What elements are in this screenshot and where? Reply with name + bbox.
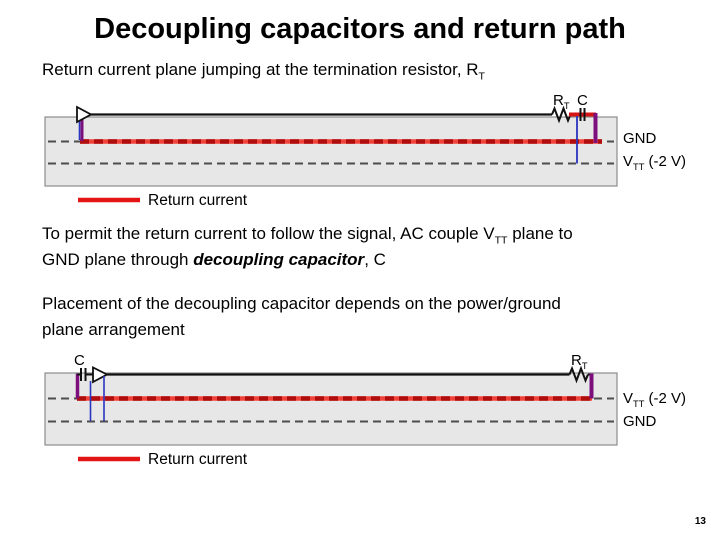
diagram1-canvas (44, 105, 618, 203)
driver-triangle-icon (76, 105, 93, 124)
subtitle: Return current plane jumping at the term… (42, 60, 485, 83)
board-cross-section (44, 116, 618, 187)
diagram-cap-at-driver: C RT VTT (-2 V) GND Return current (0, 350, 720, 480)
termination-resistor-icon (551, 105, 572, 124)
slide-title: Decoupling capacitors and return path (94, 13, 626, 45)
gnd-label: GND (623, 413, 657, 430)
c-label: C (577, 92, 588, 109)
decoupling-capacitor-emphasis: decoupling capacitor (193, 249, 365, 269)
gnd-label: GND (623, 130, 657, 147)
diagram-termination-at-rt: RT C GND VTT (-2 V) Return current (0, 90, 720, 215)
legend-label: Return current (148, 192, 248, 209)
driver-triangle-icon (92, 366, 109, 384)
page-number: 13 (694, 516, 706, 527)
vtt-label: VTT (-2 V) (623, 390, 687, 409)
body-paragraph-1: To permit the return current to follow t… (42, 224, 573, 269)
subtitle-subscript: T (478, 70, 485, 83)
rt-label: RT (571, 352, 588, 371)
termination-resistor-icon (568, 365, 589, 384)
legend-label: Return current (148, 451, 248, 468)
board-cross-section (44, 372, 618, 446)
c-label: C (74, 352, 85, 369)
diagram2-canvas (44, 365, 618, 462)
vtt-label: VTT (-2 V) (623, 153, 687, 172)
subtitle-text: Return current plane jumping at the term… (42, 60, 479, 79)
body-paragraph-2: Placement of the decoupling capacitor de… (42, 294, 561, 339)
rt-label: RT (553, 92, 570, 111)
